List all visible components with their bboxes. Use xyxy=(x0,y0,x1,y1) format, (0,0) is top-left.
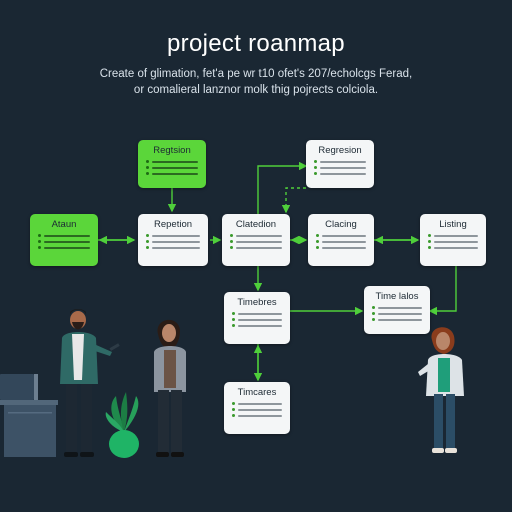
node-label: Clatedion xyxy=(235,219,277,230)
potted-plant-icon xyxy=(105,392,139,458)
edge-clatedion-regresion xyxy=(257,161,308,214)
node-label: Regtsion xyxy=(153,145,191,156)
node-time-lalos[interactable]: Time lalos xyxy=(364,286,430,334)
node-ataun[interactable]: Ataun xyxy=(30,214,98,266)
node-clatedion[interactable]: Clatedion xyxy=(222,214,290,266)
person-standing-icon xyxy=(154,319,186,457)
node-label: Ataun xyxy=(51,219,77,230)
node-listing[interactable]: Listing xyxy=(420,214,486,266)
node-label: Timebres xyxy=(237,297,277,308)
subtitle-line-1: Create of glimation, fet'a pe wr t10 ofe… xyxy=(99,68,413,80)
page-title: project roanmap xyxy=(167,30,345,57)
edge-listing-time-lalos xyxy=(428,266,457,316)
node-label: Clacing xyxy=(325,219,357,230)
node-clacing[interactable]: Clacing xyxy=(308,214,374,266)
person-with-tablet-icon xyxy=(60,309,120,457)
subtitle-line-2: or comalieral lanznor molk thig pojrects… xyxy=(133,84,379,96)
node-timcares[interactable]: Timcares xyxy=(224,382,290,434)
person-presenting-icon xyxy=(418,327,464,453)
node-label: Listing xyxy=(439,219,467,230)
node-regresion[interactable]: Regresion xyxy=(306,140,374,188)
page-subtitle: Create of glimation, fet'a pe wr t10 ofe… xyxy=(40,66,472,98)
desk-monitor-icon xyxy=(0,374,58,457)
node-label: Regresion xyxy=(318,145,362,156)
node-label: Timcares xyxy=(237,387,277,398)
edge-regresion-clatedion-dashed xyxy=(281,187,306,214)
node-regtsion[interactable]: Regtsion xyxy=(138,140,206,188)
node-label: Time lalos xyxy=(375,291,419,302)
node-timebres[interactable]: Timebres xyxy=(224,292,290,344)
node-repetion[interactable]: Repetion xyxy=(138,214,208,266)
node-label: Repetion xyxy=(153,219,193,230)
